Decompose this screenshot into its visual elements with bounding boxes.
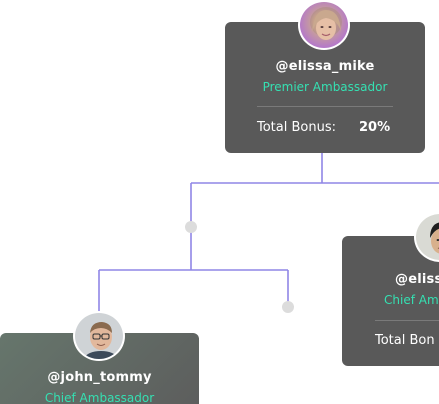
card-divider — [257, 106, 393, 107]
card-role: Premier Ambassador — [262, 80, 388, 94]
card-role: Chief Ambassador — [44, 391, 155, 404]
card-handle: @eliss — [395, 272, 439, 287]
card-divider — [375, 320, 439, 321]
ambassador-card-elissa-mike[interactable]: @elissa_mike Premier Ambassador Total Bo… — [225, 22, 425, 153]
avatar[interactable] — [73, 311, 125, 361]
card-bonus-row: Total Bon — [375, 333, 435, 348]
woman-face-icon — [310, 7, 342, 40]
bonus-value: 20% — [359, 120, 391, 135]
avatar[interactable] — [298, 0, 350, 50]
ambassador-card-right[interactable]: @eliss Chief Am Total Bon — [342, 236, 439, 366]
card-handle: @elissa_mike — [275, 59, 375, 74]
tree-node-collapsed[interactable] — [185, 221, 197, 233]
man-face-icon — [430, 222, 439, 254]
card-bonus-row: Total Bonus: 20% — [257, 120, 390, 135]
ambassador-card-john-tommy[interactable]: @john_tommy Chief Ambassador — [0, 333, 199, 404]
bonus-label: Total Bon — [375, 333, 435, 348]
card-handle: @john_tommy — [47, 370, 152, 385]
card-role: Chief Am — [384, 293, 439, 307]
tree-node-empty[interactable] — [282, 301, 294, 313]
bonus-label: Total Bonus: — [257, 120, 336, 135]
